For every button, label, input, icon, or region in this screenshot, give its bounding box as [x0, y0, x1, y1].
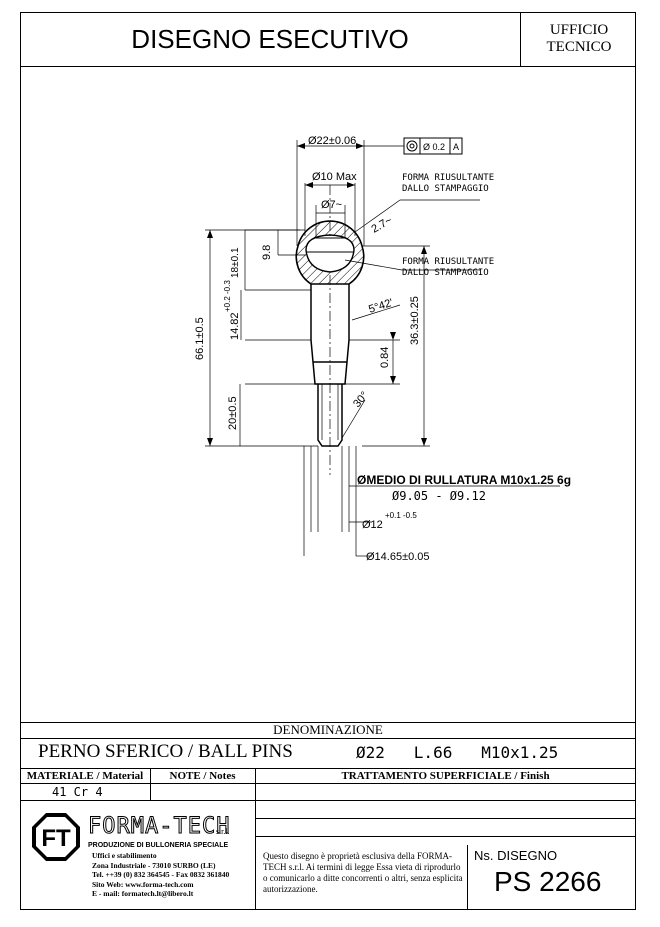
col-divider-1: [150, 768, 151, 800]
labels-divider: [20, 783, 636, 784]
drawing-number: PS 2266: [494, 866, 602, 897]
dim-9-8: 9.8: [261, 245, 273, 260]
dim-angle-542: 5°42': [367, 297, 394, 316]
part-name: PERNO SFERICO / BALL PINS: [38, 741, 293, 762]
address-line-4: Sito Web: www.forma-tech.com: [92, 879, 194, 889]
finish-row-2: [255, 836, 636, 837]
col-divider-2: [255, 768, 256, 910]
dim-14-82: 14.82: [229, 312, 241, 340]
material-divider: [20, 800, 636, 801]
address-line-2: Zona Industriale - 73010 SURBO (LE): [92, 860, 216, 870]
dim-angle-30: 30°: [351, 389, 371, 409]
note-forma-4: DALLO STAMPAGGIO: [402, 268, 489, 278]
ownership-notice: Questo disegno è proprietà esclusiva del…: [263, 851, 463, 894]
office-label: UFFICIO TECNICO: [520, 12, 637, 66]
dim-14-82-tol: +0.2 -0.3: [223, 280, 232, 312]
dim-dia22: Ø22±0.06: [308, 135, 356, 147]
address-line-3: Tel. ++39 (0) 832 364545 - Fax 0832 3618…: [92, 870, 230, 879]
note-forma-3: FORMA RIUSULTANTE: [402, 257, 494, 267]
dimension-lines: [205, 140, 560, 557]
ball-head: [295, 220, 365, 285]
note-forma-1: FORMA RIUSULTANTE: [402, 173, 494, 183]
logo-octagon-icon: FT: [32, 813, 80, 861]
note-forma-2: DALLO STAMPAGGIO: [402, 184, 489, 194]
dim-r27: 2.7~: [370, 214, 395, 235]
material-label: MATERIALE / Material: [26, 770, 144, 782]
dim-rullatura-range: Ø9.05 - Ø9.12: [392, 489, 486, 503]
dim-0-84: 0.84: [379, 347, 391, 368]
dim-20: 20±0.5: [227, 396, 239, 430]
company-srl: s.r.l.: [216, 827, 230, 836]
drawing-number-label: Ns. DISEGNO: [474, 848, 558, 863]
dim-66-1: 66.1±0.5: [194, 317, 206, 360]
arrowheads: [207, 143, 427, 446]
office-line-1: UFFICIO: [549, 22, 609, 38]
titleblock-top: [20, 722, 636, 723]
company-address: Uffici e stabilimento Zona Industriale -…: [92, 851, 229, 899]
dim-dia12: Ø12: [362, 519, 383, 531]
denominazione-divider: [20, 738, 636, 739]
material-value: 41 Cr 4: [52, 785, 103, 799]
company-tagline: PRODUZIONE DI BULLONERIA SPECIALE: [88, 842, 229, 849]
dim-rullatura: ØMEDIO DI RULLATURA M10x1.25 6g: [357, 473, 571, 487]
office-line-2: TECNICO: [546, 39, 612, 55]
address-line-1: Uffici e stabilimento: [92, 851, 157, 860]
name-divider: [20, 768, 636, 769]
company-logo: FT: [31, 812, 81, 862]
part-spec: Ø22 L.66 M10x1.25: [356, 743, 559, 762]
address-line-5: E - mail: formatech.lt@libero.lt: [92, 889, 194, 898]
denominazione-label: DENOMINAZIONE: [273, 722, 383, 737]
header-divider: [20, 66, 636, 67]
tolerance-diameter: Ø 0.2: [423, 142, 445, 152]
drawing-frame: [20, 12, 636, 910]
dim-dia14-65: Ø14.65±0.05: [366, 551, 430, 563]
logo-letters: FT: [41, 825, 71, 852]
notes-label: NOTE / Notes: [169, 770, 236, 782]
drawing-no-divider: [467, 845, 468, 910]
company-name: FORMA-TECH: [87, 814, 231, 839]
page-title: DISEGNO ESECUTIVO: [131, 23, 409, 54]
dim-dia7: Ø7~: [321, 199, 342, 211]
dim-dia12-tol: +0.1 -0.5: [385, 511, 417, 520]
dim-dia10: Ø10 Max: [312, 171, 357, 183]
tolerance-frame: [403, 137, 463, 155]
dim-18: 18±0.1: [230, 247, 241, 278]
finish-label: TRATTAMENTO SUPERFICIALE / Finish: [341, 770, 550, 782]
shank: [310, 284, 350, 447]
tolerance-ref: A: [453, 142, 459, 152]
finish-row-1: [255, 818, 636, 819]
dim-36-3: 36.3±0.25: [409, 296, 421, 345]
